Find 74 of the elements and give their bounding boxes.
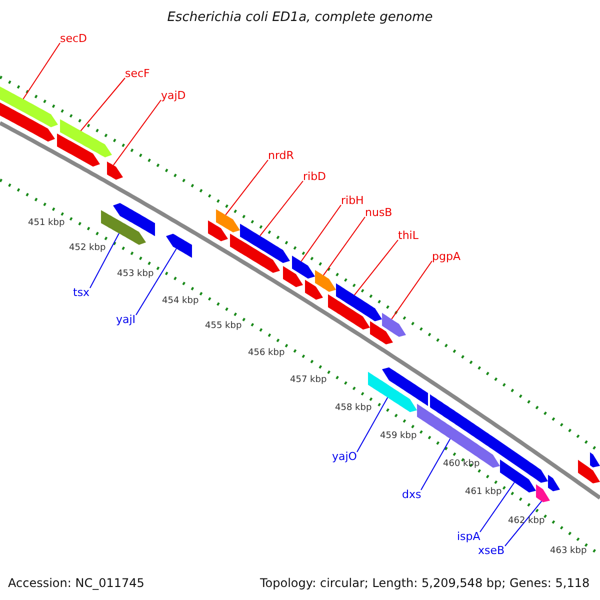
scale-label: 461 kbp: [465, 487, 502, 497]
gene-feature: [292, 256, 315, 279]
gene-feature: [166, 234, 192, 258]
gene-feature: [315, 270, 336, 292]
leader-line: [90, 232, 120, 288]
gene-feature: [240, 224, 290, 263]
gene-feature: [107, 162, 123, 180]
gene-label: nusB: [365, 206, 392, 219]
leader-line: [356, 397, 388, 452]
scale-label: 457 kbp: [290, 375, 327, 385]
gene-feature: [548, 474, 560, 492]
leader-line: [300, 204, 342, 262]
leader-line: [480, 482, 515, 532]
scale-label: 455 kbp: [205, 321, 242, 331]
gene-feature: [382, 367, 428, 406]
gene-feature: [305, 280, 323, 300]
leader-line: [504, 500, 542, 546]
scale-label: 452 kbp: [69, 243, 106, 253]
footer-text: Topology: circular; Length: 5,209,548 bp; Genes: 5,118: [260, 576, 590, 590]
gene-feature: [536, 484, 550, 502]
footer-text: Accession: NC_011745: [8, 576, 144, 590]
gene-label: xseB: [478, 544, 505, 557]
leader-line: [225, 160, 268, 216]
gene-label: dxs: [402, 488, 422, 501]
gene-feature: [57, 134, 100, 167]
gene-label: secF: [125, 67, 150, 80]
gene-label: ribD: [303, 170, 326, 183]
gene-label: pgpA: [432, 250, 460, 263]
gene-feature: [382, 312, 406, 337]
gene-label: secD: [60, 32, 88, 45]
gene-label: nrdR: [268, 149, 294, 162]
scale-label: 453 kbp: [117, 269, 154, 279]
scale-label: 451 kbp: [28, 218, 65, 228]
gene-feature: [0, 86, 58, 128]
gene-label: yajO: [332, 450, 357, 463]
scale-label: 454 kbp: [162, 296, 199, 306]
gene-label: ispA: [457, 530, 480, 543]
title: Escherichia coli ED1a, complete genome: [166, 10, 434, 25]
gene-feature: [370, 321, 393, 344]
gene-feature: [60, 119, 112, 158]
gene-feature: [230, 234, 280, 273]
gene-label: yajI: [116, 313, 136, 326]
gene-label: thiL: [398, 229, 418, 242]
gene-label: tsx: [73, 286, 90, 299]
scale-label: 456 kbp: [248, 348, 285, 358]
gene-feature: [216, 209, 240, 232]
gene-feature: [328, 294, 370, 330]
gene-feature: [113, 203, 155, 236]
leader-line: [22, 42, 60, 100]
gene-label: ribH: [341, 194, 364, 207]
gene-feature: [283, 266, 303, 288]
leader-line: [354, 240, 398, 296]
gene-feature: [208, 220, 228, 242]
leader-line: [136, 248, 177, 316]
gene-feature: [578, 460, 600, 484]
gene-label: yajD: [161, 89, 186, 102]
leader-line: [391, 260, 432, 320]
gene-feature: [430, 394, 548, 483]
leader-line: [112, 100, 162, 166]
scale-label: 459 kbp: [380, 431, 417, 441]
leader-line: [322, 216, 366, 276]
gene-feature: [417, 404, 500, 468]
gene-feature: [336, 283, 382, 322]
scale-label: 462 kbp: [508, 516, 545, 526]
leader-line: [80, 78, 126, 132]
leader-line: [420, 438, 451, 490]
leader-line: [260, 180, 304, 236]
gene-feature: [500, 460, 536, 492]
gene-feature: [0, 102, 55, 142]
scale-label: 458 kbp: [335, 403, 372, 413]
gene-feature: [101, 210, 146, 245]
gene-feature: [590, 452, 600, 468]
scale-label: 463 kbp: [550, 546, 587, 556]
scale-label: 460 kbp: [443, 459, 480, 469]
